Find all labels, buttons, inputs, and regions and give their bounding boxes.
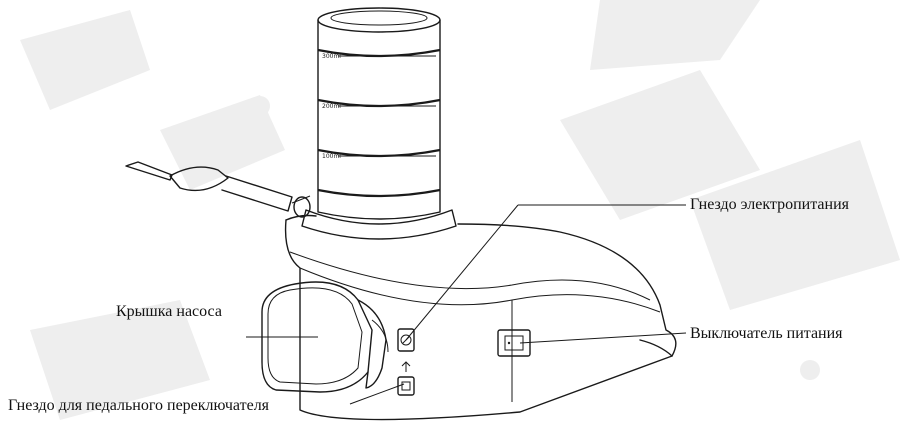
ports: [397, 328, 531, 396]
pedal-socket: [397, 376, 415, 396]
label-pedal-socket: Гнездо для педального переключателя: [8, 397, 270, 414]
power-socket: [397, 328, 415, 352]
handpiece: [125, 161, 311, 218]
water-bottle: 300ml 200ml 100ml: [301, 7, 457, 240]
label-pump-cover: Крышка насоса: [116, 303, 222, 320]
leader-pedal-socket: [349, 383, 405, 405]
main-body: [284, 214, 677, 421]
leader-lines: [246, 204, 687, 405]
graduation-100: 100ml: [322, 153, 341, 160]
pump-cover: [261, 281, 389, 393]
label-power-socket: Гнездо электропитания: [690, 196, 849, 213]
label-power-switch: Выключатель питания: [690, 325, 843, 342]
graduation-300: 300ml: [322, 53, 341, 60]
watermark: [20, 0, 900, 420]
foot-pedal-icon: [401, 361, 411, 391]
leader-power-switch: [519, 332, 687, 344]
graduation-200: 200ml: [322, 103, 341, 110]
